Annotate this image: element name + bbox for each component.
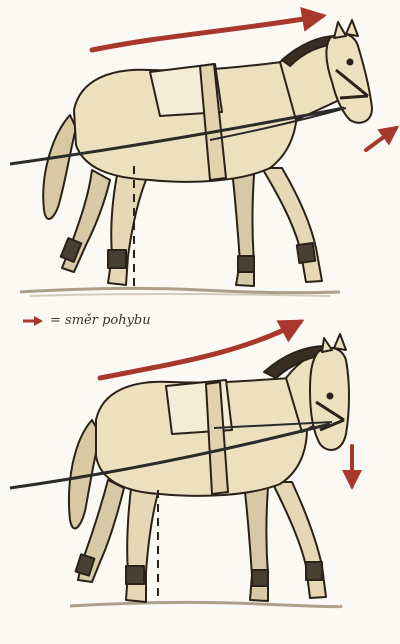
legend-label: = směr pohybu: [50, 313, 151, 328]
top-fore-leg-near: [262, 168, 322, 282]
top-horse-tail: [43, 115, 76, 219]
bottom-ground-line: [70, 602, 341, 606]
legend-arrow-icon: [22, 315, 44, 327]
top-back-movement-arrow: [92, 16, 322, 50]
bottom-horse-panel: [10, 322, 352, 607]
top-head-movement-arrow: [366, 128, 396, 150]
top-ground-line: [20, 288, 340, 292]
top-horse-panel: [10, 16, 396, 296]
movement-legend: = směr pohybu: [22, 313, 151, 328]
